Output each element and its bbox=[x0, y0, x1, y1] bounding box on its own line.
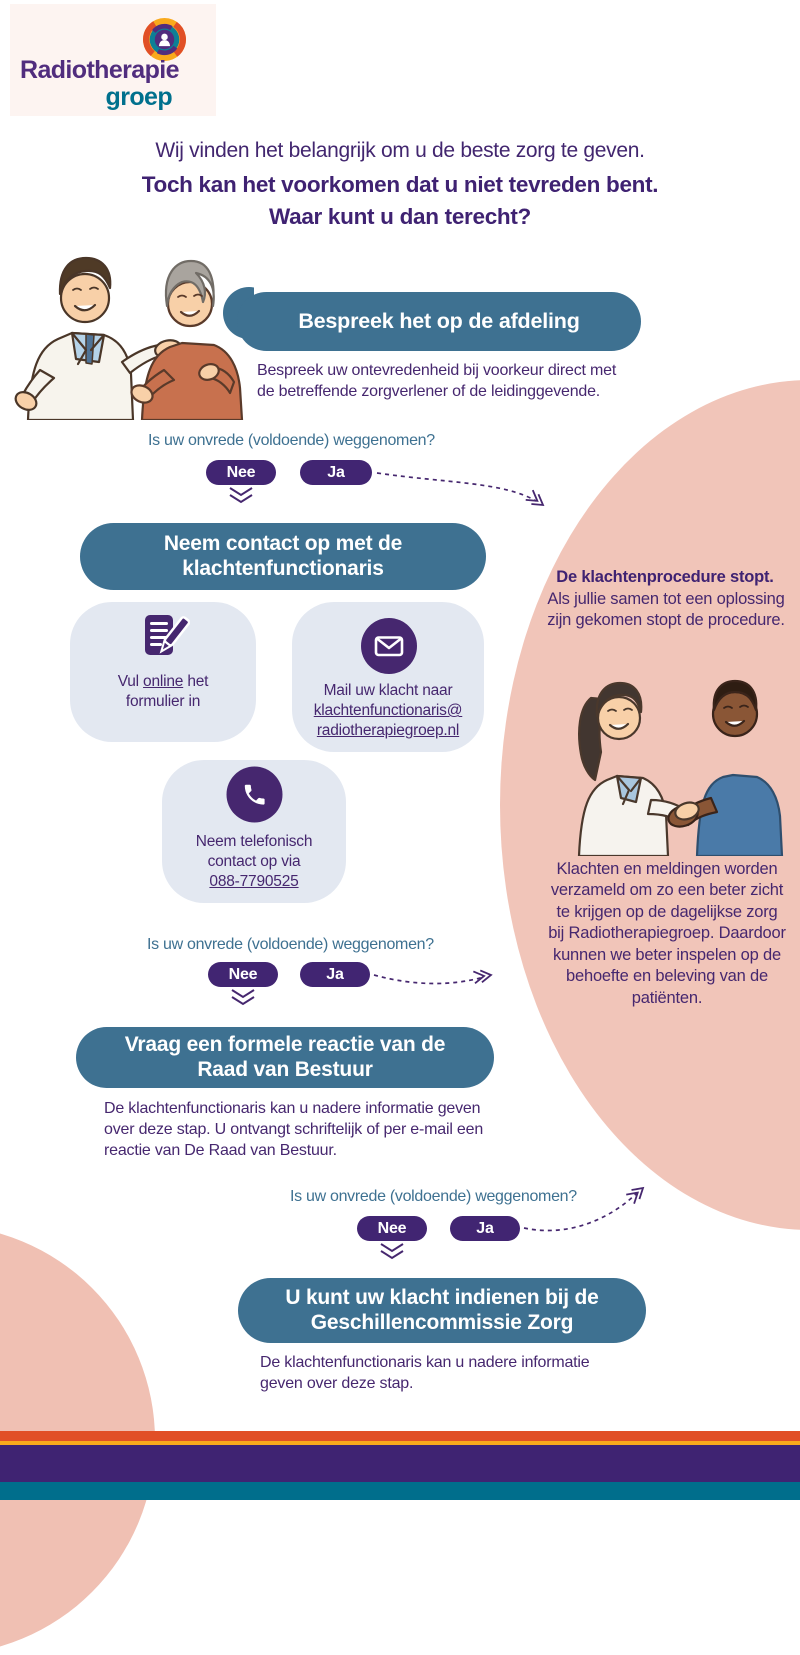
aside-stop-body: Als jullie samen tot een oplossing zijn … bbox=[547, 590, 785, 630]
phone-text: Neem telefonisch contact op via bbox=[195, 833, 313, 871]
step2-title-pill: Neem contact op met de klachtenfunctiona… bbox=[80, 523, 486, 590]
step3-title-pill: Vraag een formele reactie van de Raad va… bbox=[76, 1027, 494, 1088]
dashed-arrow-yes-2 bbox=[373, 974, 485, 985]
email-link-line1[interactable]: klachtenfunctionaris@ bbox=[313, 702, 463, 720]
footer-stripe-purple bbox=[0, 1445, 800, 1482]
arrowhead-icon bbox=[472, 969, 493, 985]
chevron-double-down-icon bbox=[231, 989, 255, 1006]
card-phone-text: Neem telefonisch contact op via 088-7790… bbox=[172, 832, 336, 892]
radiotherapiegroep-logo-icon bbox=[143, 18, 186, 61]
aside-collect-body: Klachten en meldingen worden verzameld o… bbox=[548, 860, 786, 1007]
online-text-post: het formulier in bbox=[125, 673, 209, 711]
arrowhead-icon bbox=[525, 489, 545, 507]
illustration-handshake bbox=[577, 679, 784, 856]
question-3-label: Is uw onvrede (voldoende) weggenomen? bbox=[290, 1188, 577, 1205]
infographic-canvas: { "logo": { "word1": "Radiotherapie", "w… bbox=[0, 4, 800, 1655]
document-pencil-icon bbox=[145, 615, 190, 655]
question-2-label: Is uw onvrede (voldoende) weggenomen? bbox=[147, 936, 434, 953]
mail-text: Mail uw klacht naar bbox=[323, 682, 453, 699]
step4-body: De klachtenfunctionaris kan u nadere inf… bbox=[260, 1354, 590, 1393]
phone-icon bbox=[226, 766, 283, 823]
illustration-doctor-patient bbox=[14, 256, 254, 420]
question-3-yes-button[interactable]: Ja bbox=[450, 1216, 520, 1241]
radiotherapiegroep-logo: Radiotherapie groep bbox=[10, 4, 216, 116]
phone-link[interactable]: 088-7790525 bbox=[209, 873, 299, 891]
dashed-arrow-yes-1 bbox=[376, 472, 537, 502]
envelope-icon bbox=[361, 618, 417, 674]
aside-stop-title: De klachtenprocedure stopt. bbox=[556, 568, 774, 586]
step4-title-pill: U kunt uw klacht indienen bij de Geschil… bbox=[238, 1278, 646, 1343]
footer-stripe-teal bbox=[0, 1482, 800, 1500]
question-2-yes-button[interactable]: Ja bbox=[300, 962, 370, 987]
online-link[interactable]: online bbox=[143, 673, 184, 690]
intro-line-1: Wij vinden het belangrijk om u de beste … bbox=[155, 139, 645, 162]
card-mail-text: Mail uw klacht naar klachtenfunctionaris… bbox=[296, 681, 480, 741]
question-3-no-button[interactable]: Nee bbox=[357, 1216, 427, 1241]
arrowhead-icon bbox=[626, 1186, 645, 1204]
logo-text-radiotherapie: Radiotherapie bbox=[20, 56, 180, 84]
question-1-label: Is uw onvrede (voldoende) weggenomen? bbox=[148, 432, 435, 449]
online-text-pre: Vul bbox=[117, 673, 144, 690]
footer-stripe-yellow bbox=[0, 1441, 800, 1445]
question-1-yes-button[interactable]: Ja bbox=[300, 460, 372, 485]
chevron-double-down-icon bbox=[380, 1243, 404, 1260]
email-link-line2[interactable]: radiotherapiegroep.nl bbox=[316, 722, 460, 740]
question-1-no-button[interactable]: Nee bbox=[206, 460, 276, 485]
logo-text-groep: groep bbox=[105, 83, 173, 111]
card-online-text: Vul online het formulier in bbox=[88, 672, 238, 712]
intro-line-3: Waar kunt u dan terecht? bbox=[269, 204, 531, 229]
question-2-no-button[interactable]: Nee bbox=[208, 962, 278, 987]
intro-line-2: Toch kan het voorkomen dat u niet tevred… bbox=[141, 172, 659, 197]
chevron-double-down-icon bbox=[229, 487, 253, 504]
step1-body: Bespreek uw ontevredenheid bij voorkeur … bbox=[257, 362, 617, 401]
step1-title-pill: Bespreek het op de afdeling bbox=[237, 292, 641, 351]
footer-stripe-orange bbox=[0, 1431, 800, 1441]
step3-body: De klachtenfunctionaris kan u nadere inf… bbox=[104, 1100, 484, 1160]
